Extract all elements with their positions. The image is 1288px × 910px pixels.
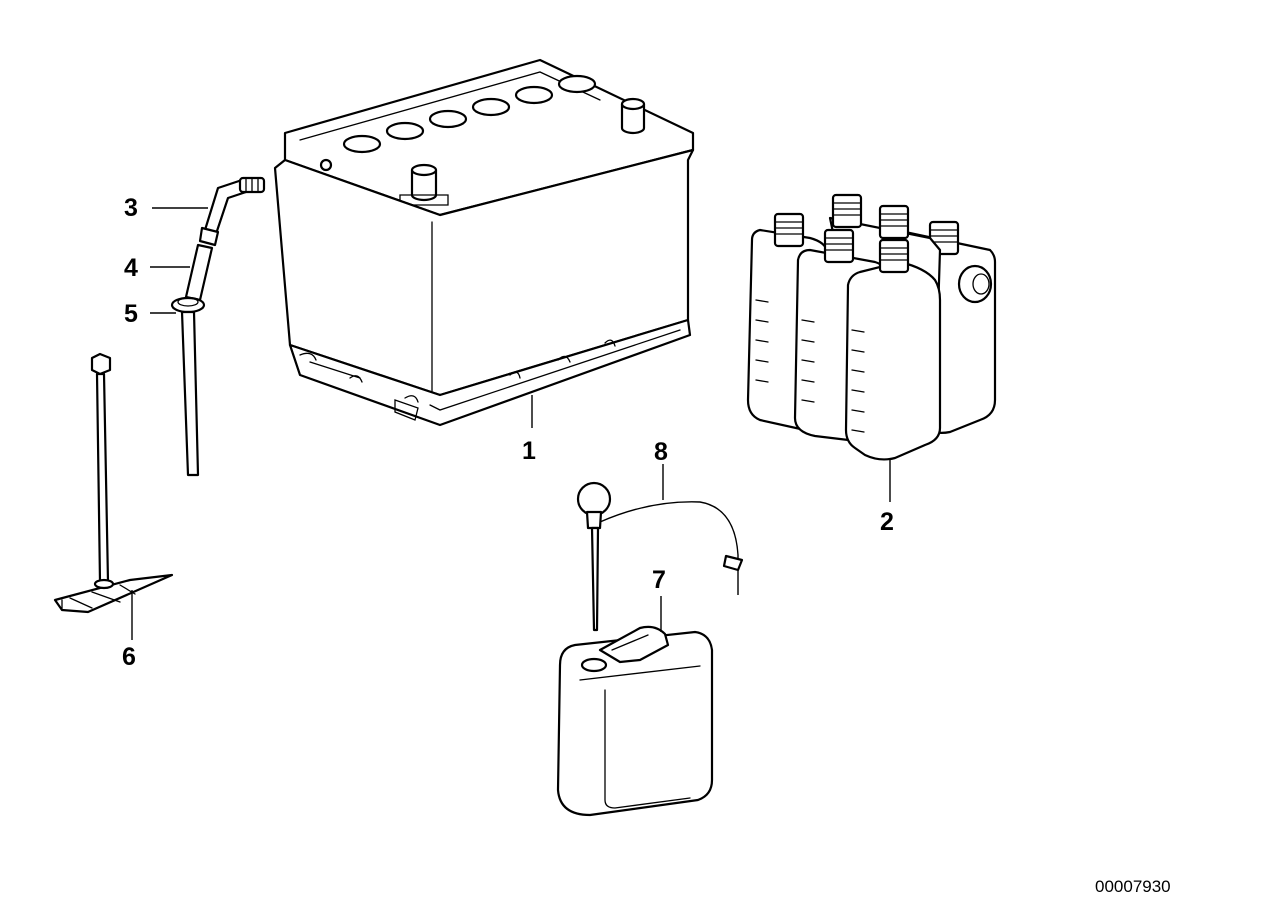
battery-base-rail <box>288 318 692 427</box>
cell-caps <box>342 74 597 154</box>
vent-elbow[interactable] <box>198 176 266 247</box>
callout-8: 8 <box>654 438 668 466</box>
electrolyte-bottles[interactable] <box>746 193 997 461</box>
callout-6: 6 <box>122 643 136 671</box>
battery-terminal-negative <box>399 163 449 206</box>
diagram-reference-number: 00007930 <box>1095 877 1171 896</box>
callout-7: 7 <box>652 566 666 594</box>
callout-2: 2 <box>880 508 894 536</box>
battery[interactable] <box>273 58 695 427</box>
callout-1: 1 <box>522 437 536 465</box>
battery-vent-plug <box>319 158 333 172</box>
grommet[interactable] <box>170 296 206 477</box>
callout-3: 3 <box>124 194 138 222</box>
bottle-front <box>844 238 942 461</box>
hold-down-clamp[interactable] <box>53 573 174 614</box>
water-canister[interactable] <box>556 625 714 817</box>
battery-hold-down-ledge <box>394 399 419 421</box>
hydrometer[interactable] <box>576 481 744 632</box>
callout-numbers: 1 2 3 4 5 6 7 8 <box>122 194 894 671</box>
callout-4: 4 <box>124 254 138 282</box>
vent-hose[interactable] <box>184 243 214 302</box>
hold-down-bolt[interactable] <box>90 352 112 584</box>
leader-lines <box>131 207 891 640</box>
battery-terminal-positive <box>620 97 646 135</box>
callout-5: 5 <box>124 300 138 328</box>
